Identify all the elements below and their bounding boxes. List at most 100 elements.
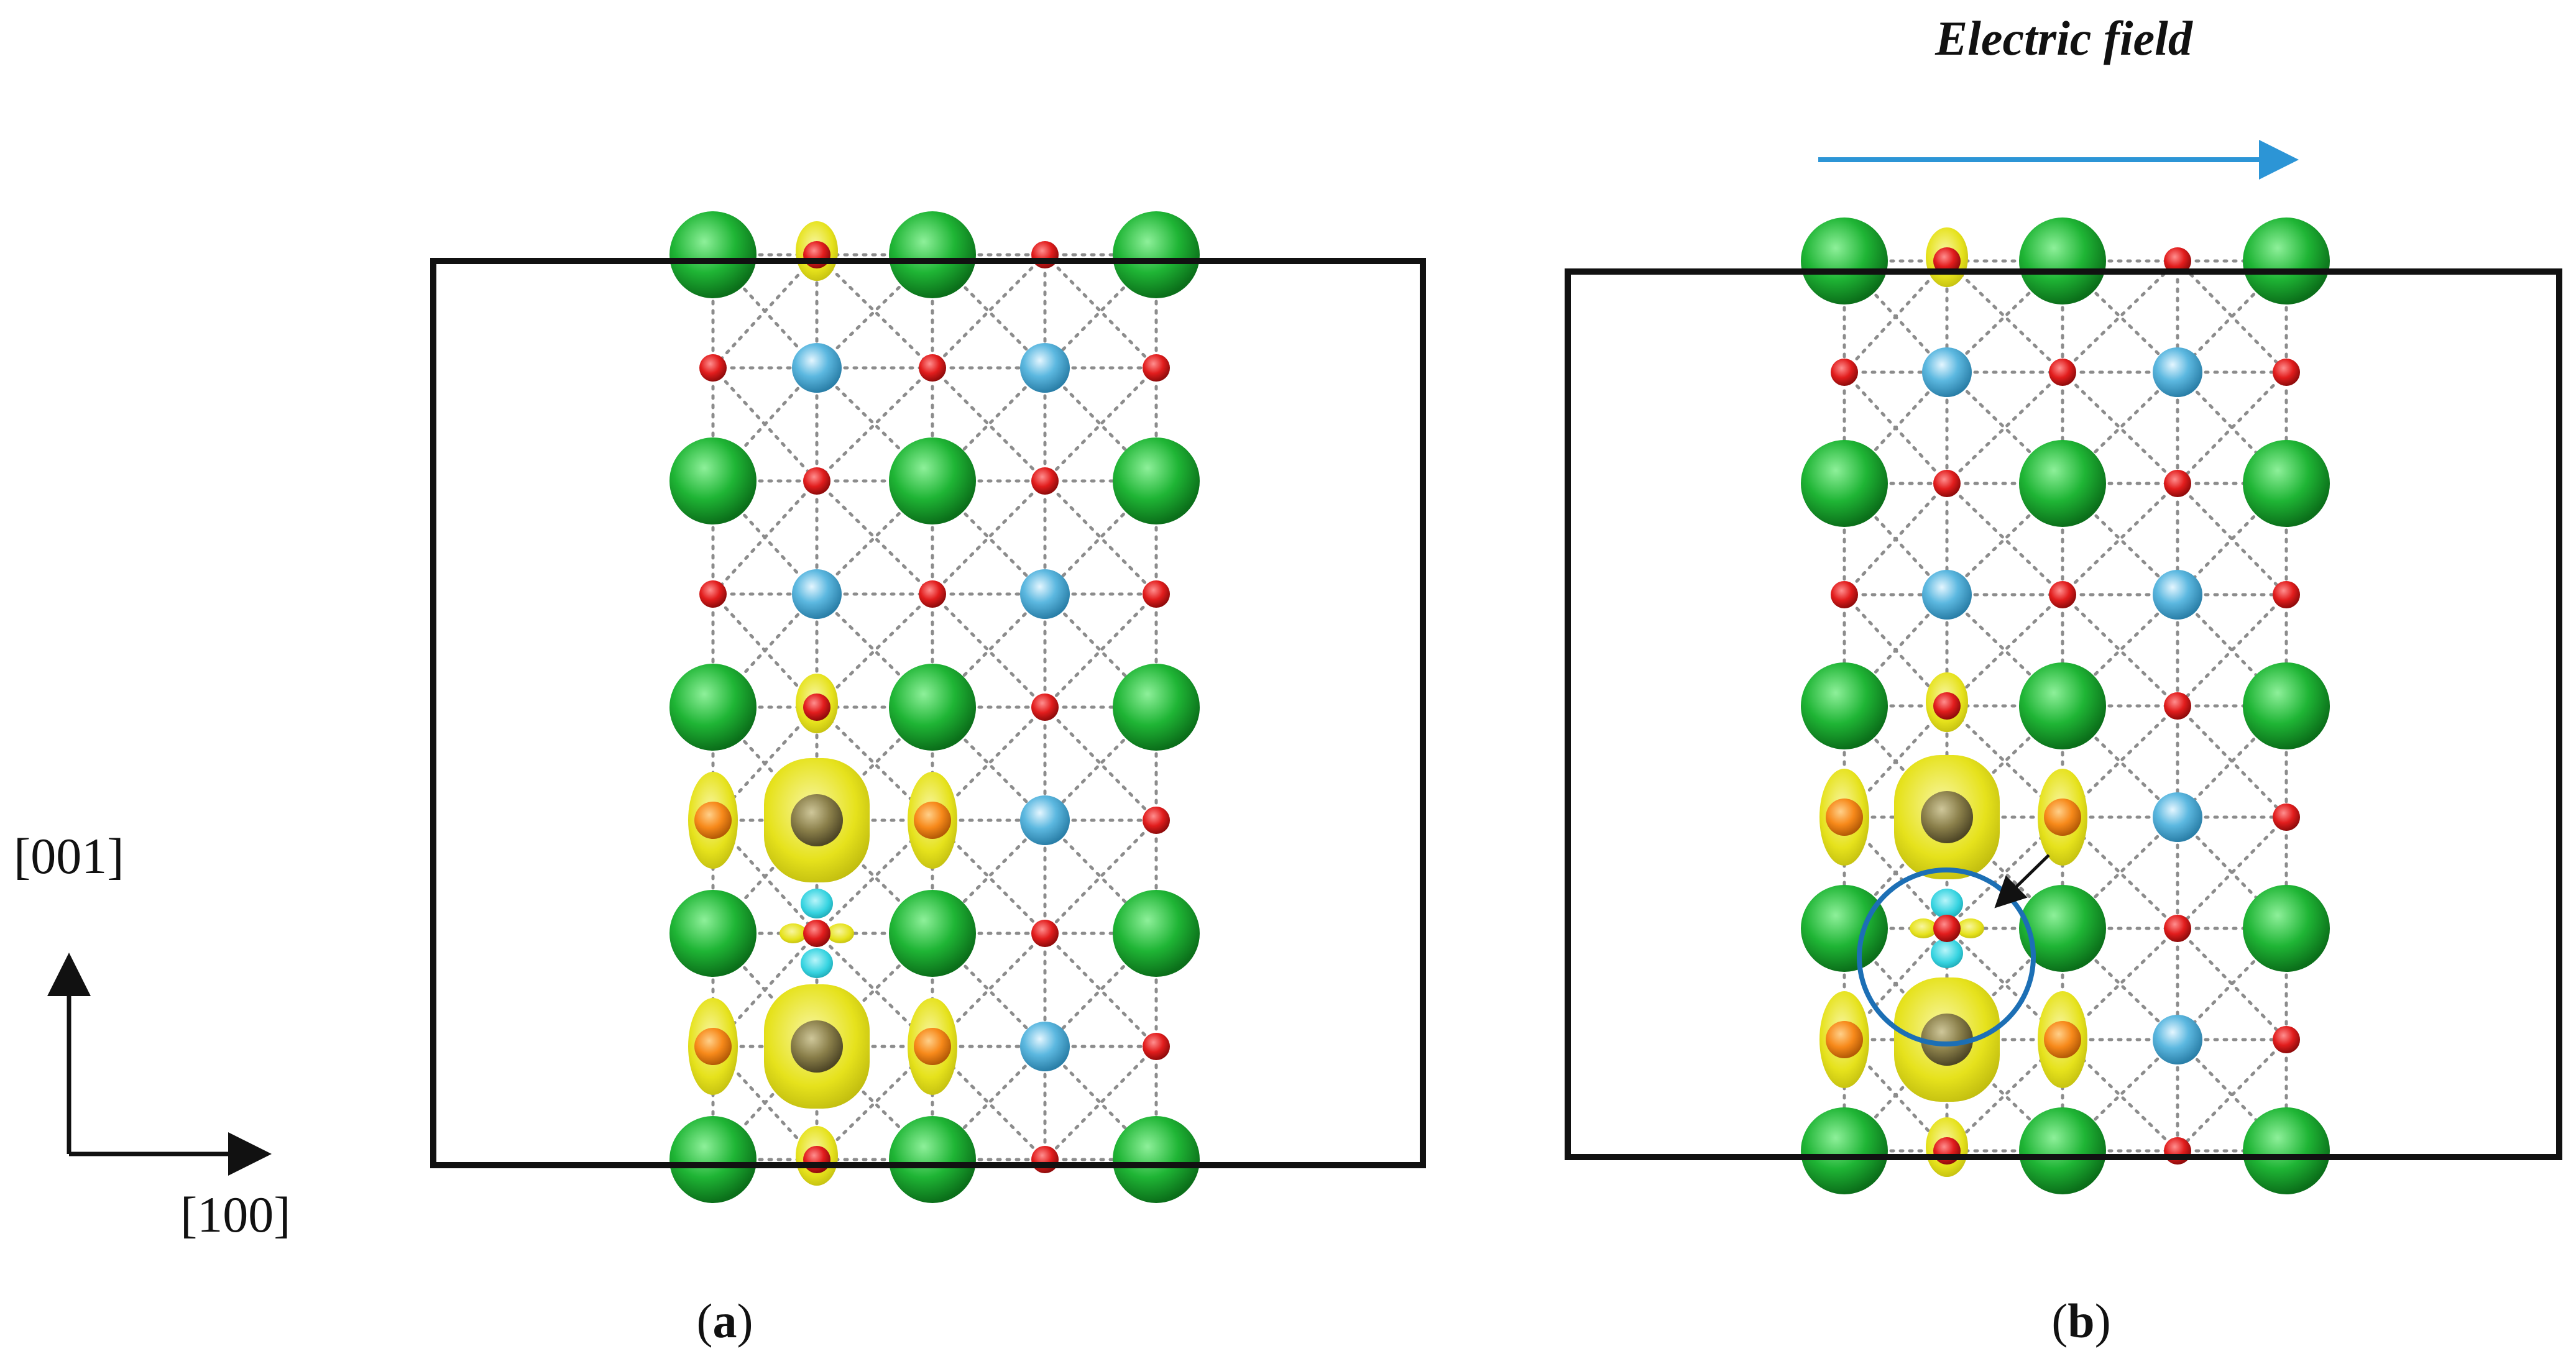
red-atom xyxy=(919,580,946,608)
green-atom xyxy=(1113,664,1200,751)
red-atom xyxy=(919,354,946,382)
blue-atom xyxy=(1020,343,1070,393)
vertical-axis-label: [001] xyxy=(14,828,124,884)
green-atom xyxy=(2243,440,2330,527)
red-atom xyxy=(1933,692,1961,720)
blue-atom xyxy=(2153,570,2202,620)
bond-line xyxy=(1043,931,1158,1048)
orange-atom xyxy=(2044,799,2081,836)
electric-field-label: Electric field xyxy=(1934,11,2193,65)
red-atom xyxy=(1031,920,1059,947)
bond-line xyxy=(1945,482,2064,597)
blue-atom xyxy=(2153,1015,2202,1064)
bond-line xyxy=(815,592,934,709)
orange-atom xyxy=(2044,1021,2081,1058)
horizontal-axis-label: [100] xyxy=(180,1186,291,1243)
bond-line xyxy=(1043,253,1158,370)
panel-b: Electric field (b) xyxy=(1565,11,2562,1348)
bond-line xyxy=(931,366,1047,483)
bond-line xyxy=(1842,704,1949,819)
axis-indicator: [001] [100] xyxy=(14,828,291,1243)
displacement-arrow xyxy=(1994,854,2050,909)
orange-atom xyxy=(1826,1021,1863,1058)
bond-line xyxy=(2176,1038,2288,1153)
orange-atom xyxy=(914,802,951,839)
red-atom xyxy=(803,467,830,495)
panel-b-cell-frame xyxy=(1565,268,2562,1160)
bond-line xyxy=(711,931,819,1048)
blue-atom xyxy=(1922,570,1972,620)
red-atom xyxy=(1143,354,1170,382)
bond-line xyxy=(815,592,934,709)
panel-a-atoms xyxy=(669,211,1200,1203)
bond-line xyxy=(711,1045,819,1161)
green-atom xyxy=(1801,440,1888,527)
bond-line xyxy=(1945,370,2064,485)
charge-lobe-cyan xyxy=(801,889,833,918)
bond-line xyxy=(1842,482,1949,597)
charge-lobe-cyan xyxy=(1931,938,1963,968)
red-atom xyxy=(1933,1137,1961,1165)
bond-line xyxy=(931,592,1047,709)
red-atom xyxy=(1143,807,1170,834)
green-atom xyxy=(1801,662,1888,749)
bond-line xyxy=(711,705,819,822)
blue-atom xyxy=(2153,347,2202,397)
bond-line xyxy=(2061,370,2179,485)
charge-lobe-small xyxy=(1910,918,1937,938)
red-atom xyxy=(1933,470,1961,497)
blue-atom xyxy=(1020,569,1070,619)
bond-line xyxy=(1945,259,2064,374)
highlight-circle xyxy=(1857,867,2036,1046)
blue-atom xyxy=(792,343,842,393)
orange-atom xyxy=(914,1028,951,1065)
bond-line xyxy=(1842,593,1949,708)
red-atom xyxy=(2049,581,2076,608)
green-atom xyxy=(2243,885,2330,972)
blue-atom xyxy=(2153,792,2202,842)
bond-line xyxy=(711,592,819,709)
bond-line xyxy=(1043,366,1158,483)
red-atom xyxy=(1031,241,1059,268)
dark-atom xyxy=(791,794,843,846)
dark-atom xyxy=(791,1020,843,1073)
green-atom xyxy=(2019,217,2106,304)
charge-lobe-cyan xyxy=(1931,889,1963,918)
bond-line xyxy=(1043,592,1158,709)
red-atom xyxy=(2049,359,2076,386)
green-atom xyxy=(2019,440,2106,527)
green-atom xyxy=(2243,1107,2330,1194)
bond-line xyxy=(815,931,934,1048)
red-atom xyxy=(1831,581,1858,608)
green-atom xyxy=(669,890,757,977)
charge-lobe-small xyxy=(1957,918,1984,938)
panel-a-caption: (a) xyxy=(697,1294,753,1348)
charge-lobe-small xyxy=(827,923,854,943)
red-atom xyxy=(803,241,830,268)
red-atom xyxy=(2164,247,2191,275)
bond-line xyxy=(815,253,934,370)
bond-line xyxy=(1842,259,1949,374)
red-atom xyxy=(1031,467,1059,495)
red-atom xyxy=(1031,1146,1059,1173)
bond-line xyxy=(2176,815,2288,930)
red-atom xyxy=(1933,247,1961,275)
red-atom xyxy=(2164,692,2191,720)
bond-line xyxy=(1043,705,1158,822)
red-atom xyxy=(2273,803,2300,831)
green-atom xyxy=(669,1116,757,1203)
charge-lobe-small xyxy=(780,923,807,943)
orange-atom xyxy=(694,802,732,839)
green-atom xyxy=(669,437,757,524)
green-atom xyxy=(669,211,757,298)
green-atom xyxy=(1801,1107,1888,1194)
bond-line xyxy=(2176,370,2288,485)
panel-a: (a) xyxy=(430,211,1426,1348)
green-atom xyxy=(889,890,976,977)
bond-line xyxy=(711,479,819,596)
orange-atom xyxy=(694,1028,732,1065)
bond-line xyxy=(815,366,934,483)
panel-b-caption: (b) xyxy=(2051,1294,2110,1348)
charge-lobe-cyan xyxy=(801,948,833,978)
